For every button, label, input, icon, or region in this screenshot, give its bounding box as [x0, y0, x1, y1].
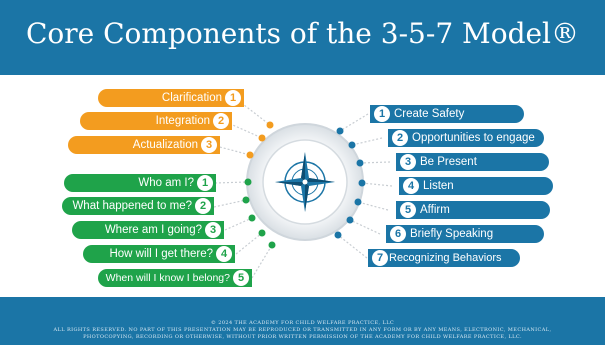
item-label: Listen — [423, 180, 454, 192]
item-label: How will I get there? — [109, 248, 213, 260]
diagram-stage: Clarification 1 Integration 2 Actualizat… — [0, 75, 605, 297]
compass-rose-icon — [275, 152, 335, 212]
footer-line-2: ALL RIGHTS RESERVED. NO PART OF THIS PRE… — [53, 327, 552, 333]
orange-item-clarification: Clarification 1 — [98, 89, 244, 107]
number-badge: 2 — [392, 130, 408, 146]
compass-wheel — [213, 97, 393, 279]
number-badge: 7 — [372, 250, 388, 266]
item-label: Clarification — [161, 92, 222, 104]
number-badge: 5 — [233, 270, 249, 286]
number-badge: 5 — [400, 202, 416, 218]
item-label: Be Present — [420, 156, 477, 168]
slide-title: Core Components of the 3-5-7 Model® — [25, 17, 580, 50]
item-label: What happened to me? — [72, 200, 192, 212]
green-item-when-will-i-belong: When will I know I belong? 5 — [98, 269, 252, 287]
blue-item-be-present: 3 Be Present — [396, 153, 549, 171]
title-bar: Core Components of the 3-5-7 Model® — [0, 0, 605, 75]
blue-item-recognizing-behaviors: 7 Recognizing Behaviors — [368, 249, 520, 267]
footer-line-1: © 2024 THE ACADEMY FOR CHILD WELFARE PRA… — [210, 320, 395, 326]
item-label: Where am I going? — [104, 224, 202, 236]
number-badge: 2 — [195, 198, 211, 214]
item-label: Opportunities to engage — [412, 132, 535, 144]
number-badge: 1 — [197, 175, 213, 191]
footer-line-3: PHOTOCOPYING, RECORDING OR OTHERWISE, WI… — [83, 334, 522, 340]
number-badge: 1 — [374, 106, 390, 122]
blue-item-opportunities-to-engage: 2 Opportunities to engage — [388, 129, 544, 147]
number-badge: 3 — [400, 154, 416, 170]
item-label: Recognizing Behaviors — [389, 252, 502, 264]
blue-item-listen: 4 Listen — [399, 177, 553, 195]
item-label: Briefly Speaking — [410, 228, 494, 240]
number-badge: 4 — [216, 246, 232, 262]
green-item-what-happened: What happened to me? 2 — [62, 197, 214, 215]
connector-dots — [242, 121, 366, 249]
blue-item-affirm: 5 Affirm — [396, 201, 550, 219]
number-badge: 6 — [390, 226, 406, 242]
orange-item-actualization: Actualization 3 — [68, 136, 220, 154]
number-badge: 1 — [225, 90, 241, 106]
green-item-where-am-i-going: Where am I going? 3 — [72, 221, 224, 239]
orange-item-integration: Integration 2 — [80, 112, 232, 130]
item-label: Affirm — [420, 204, 450, 216]
blue-item-create-safety: 1 Create Safety — [370, 105, 524, 123]
green-item-who-am-i: Who am I? 1 — [64, 174, 216, 192]
item-label: Create Safety — [394, 108, 465, 120]
blue-item-briefly-speaking: 6 Briefly Speaking — [386, 225, 544, 243]
number-badge: 2 — [213, 113, 229, 129]
green-item-how-will-i-get-there: How will I get there? 4 — [83, 245, 235, 263]
item-label: Actualization — [132, 139, 198, 151]
item-label: Integration — [155, 115, 210, 127]
number-badge: 3 — [205, 222, 221, 238]
connector-lines — [213, 97, 393, 279]
item-label: When will I know I belong? — [105, 272, 230, 284]
copyright-footer: © 2024 THE ACADEMY FOR CHILD WELFARE PRA… — [0, 297, 605, 345]
number-badge: 3 — [201, 137, 217, 153]
number-badge: 4 — [403, 178, 419, 194]
item-label: Who am I? — [138, 177, 194, 189]
